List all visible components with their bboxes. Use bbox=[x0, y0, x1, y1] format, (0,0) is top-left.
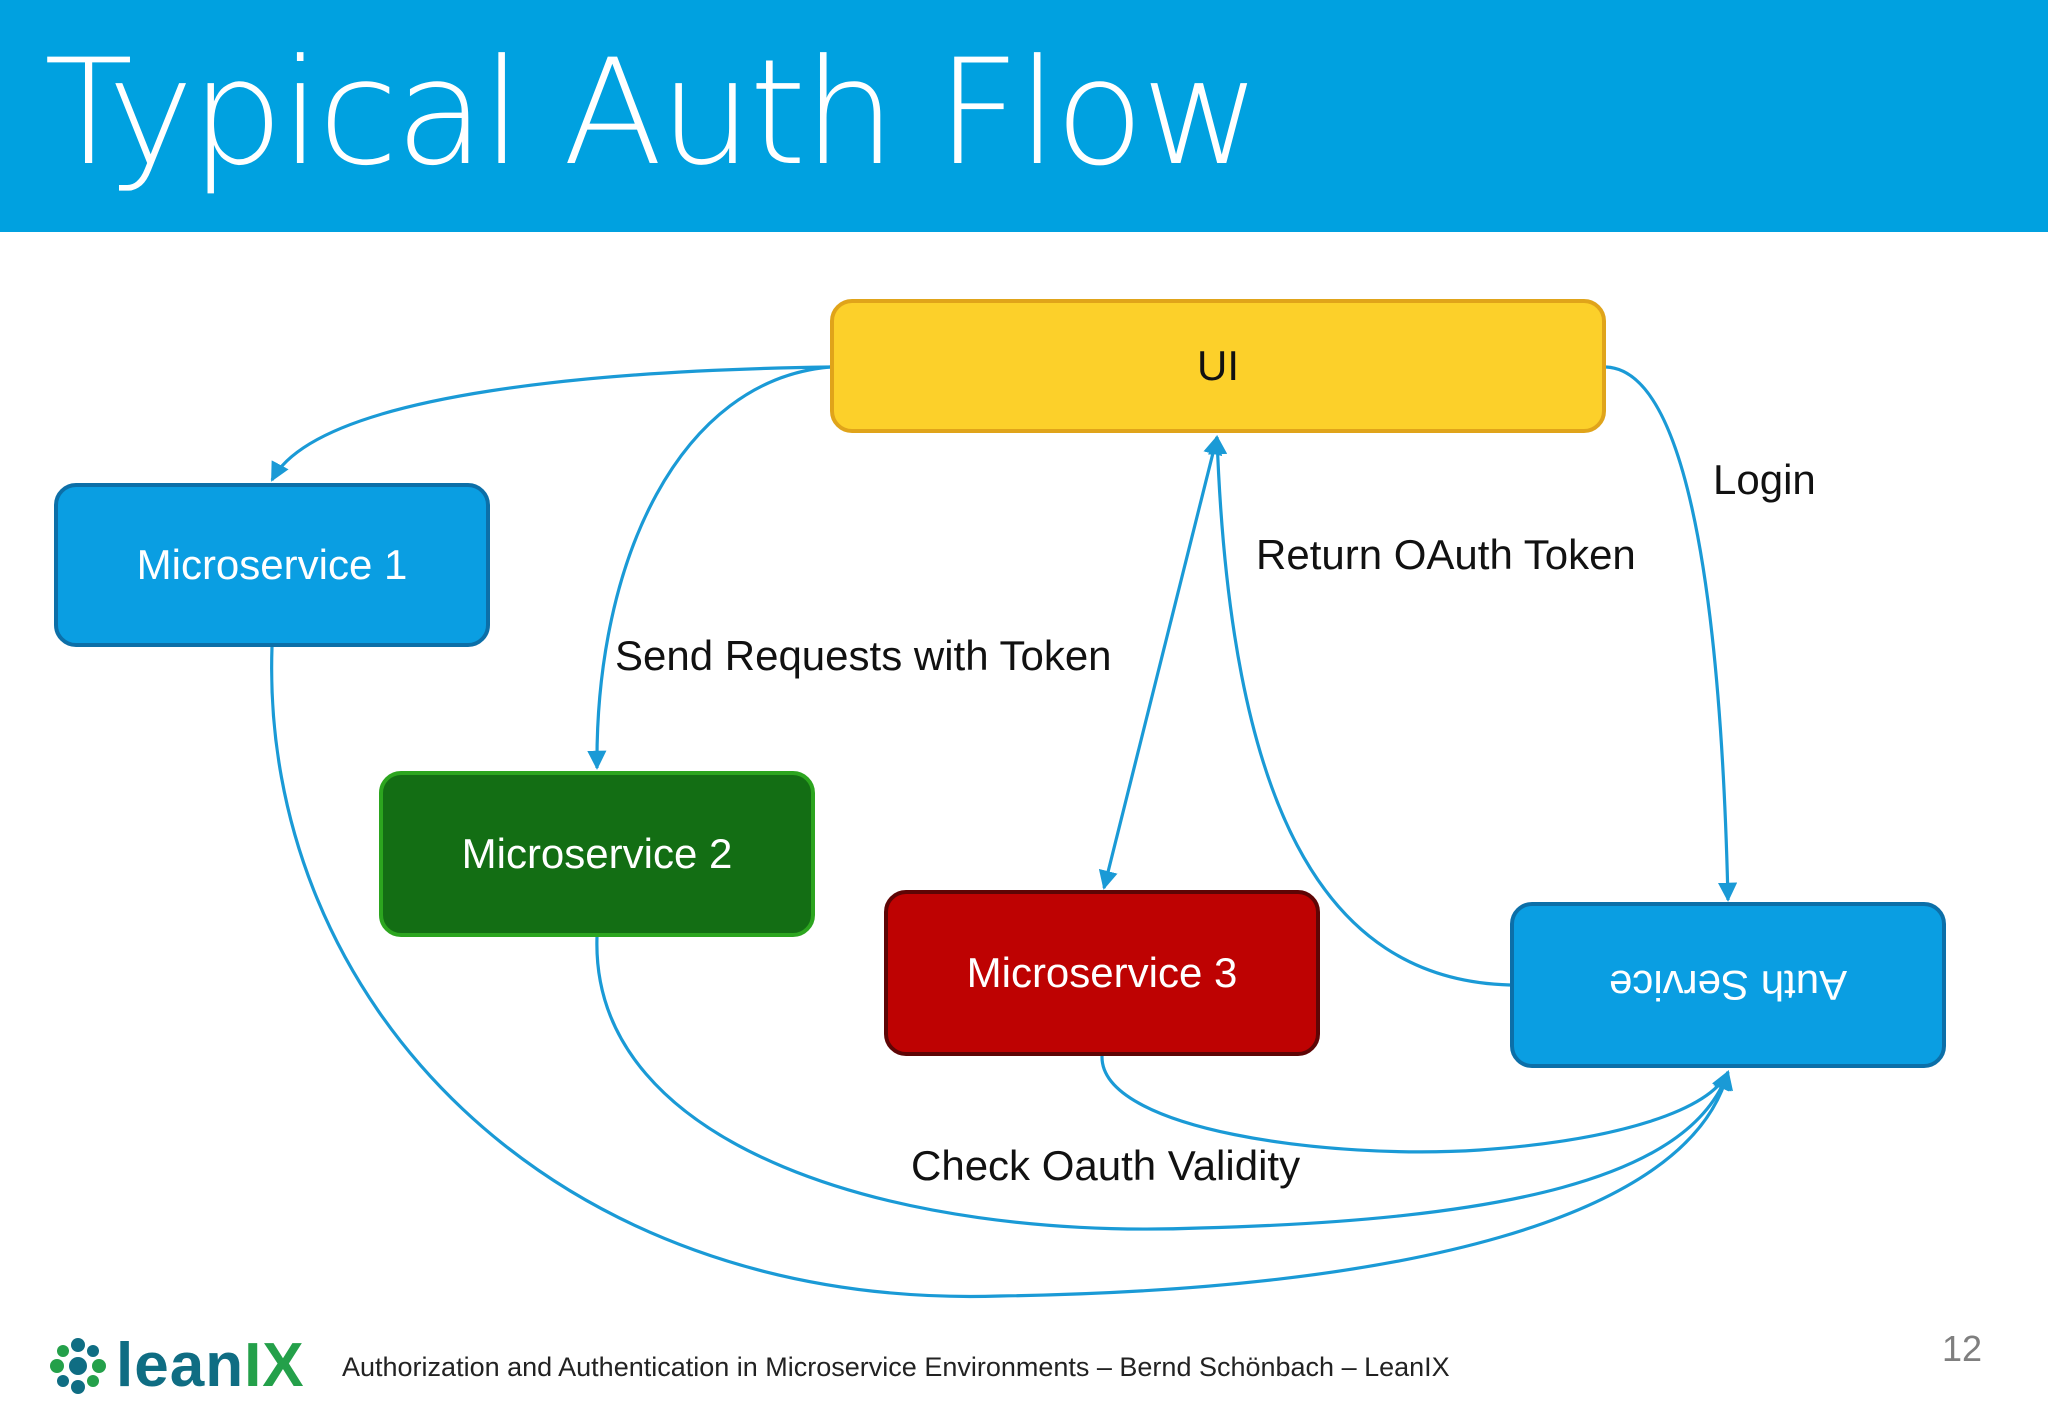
leanix-logo-mark-icon bbox=[50, 1337, 106, 1394]
edge-microservice2-to-auth bbox=[595, 936, 1732, 1231]
auth-service-node: Auth Service bbox=[1510, 902, 1946, 1068]
edge-label-return-token: Return OAuth Token bbox=[1256, 531, 1636, 578]
microservice1-node: Microservice 1 bbox=[54, 483, 490, 647]
ui-node-label: UI bbox=[1197, 342, 1239, 389]
microservice3-node-label: Microservice 3 bbox=[966, 949, 1238, 996]
leanix-logo: leanIX bbox=[48, 1330, 305, 1401]
edge-label-check-validity: Check Oauth Validity bbox=[911, 1142, 1301, 1189]
slide-title: Typical Auth Flow bbox=[44, 28, 1261, 198]
edge-microservice3-to-auth bbox=[1100, 1055, 1730, 1154]
ui-node: UI bbox=[830, 299, 1606, 433]
title-bar: Typical Auth Flow bbox=[0, 0, 2048, 232]
leanix-logo-wordmark: leanIX bbox=[116, 1330, 305, 1401]
edge-ui-to-microservice1 bbox=[270, 365, 831, 482]
microservice2-node: Microservice 2 bbox=[379, 771, 815, 937]
edge-ui-microservice3-bidirectional bbox=[1098, 435, 1223, 890]
page-number: 12 bbox=[1942, 1328, 1983, 1369]
edge-ui-to-auth bbox=[1605, 365, 1738, 902]
microservice1-node-label: Microservice 1 bbox=[136, 541, 408, 588]
footer-text: Authorization and Authentication in Micr… bbox=[342, 1352, 1450, 1382]
microservice2-node-label: Microservice 2 bbox=[461, 830, 733, 877]
logo-text: lean bbox=[116, 1331, 245, 1400]
edge-ui-to-microservice2 bbox=[587, 365, 831, 770]
edge-label-login: Login bbox=[1713, 456, 1816, 503]
edge-auth-to-ui bbox=[1208, 435, 1511, 987]
edge-microservice1-to-auth bbox=[270, 646, 1733, 1299]
microservice3-node: Microservice 3 bbox=[884, 890, 1320, 1056]
logo-text-accent: IX bbox=[244, 1331, 305, 1400]
edge-label-send-requests: Send Requests with Token bbox=[615, 632, 1112, 679]
auth-service-node-label: Auth Service bbox=[1608, 962, 1848, 1009]
